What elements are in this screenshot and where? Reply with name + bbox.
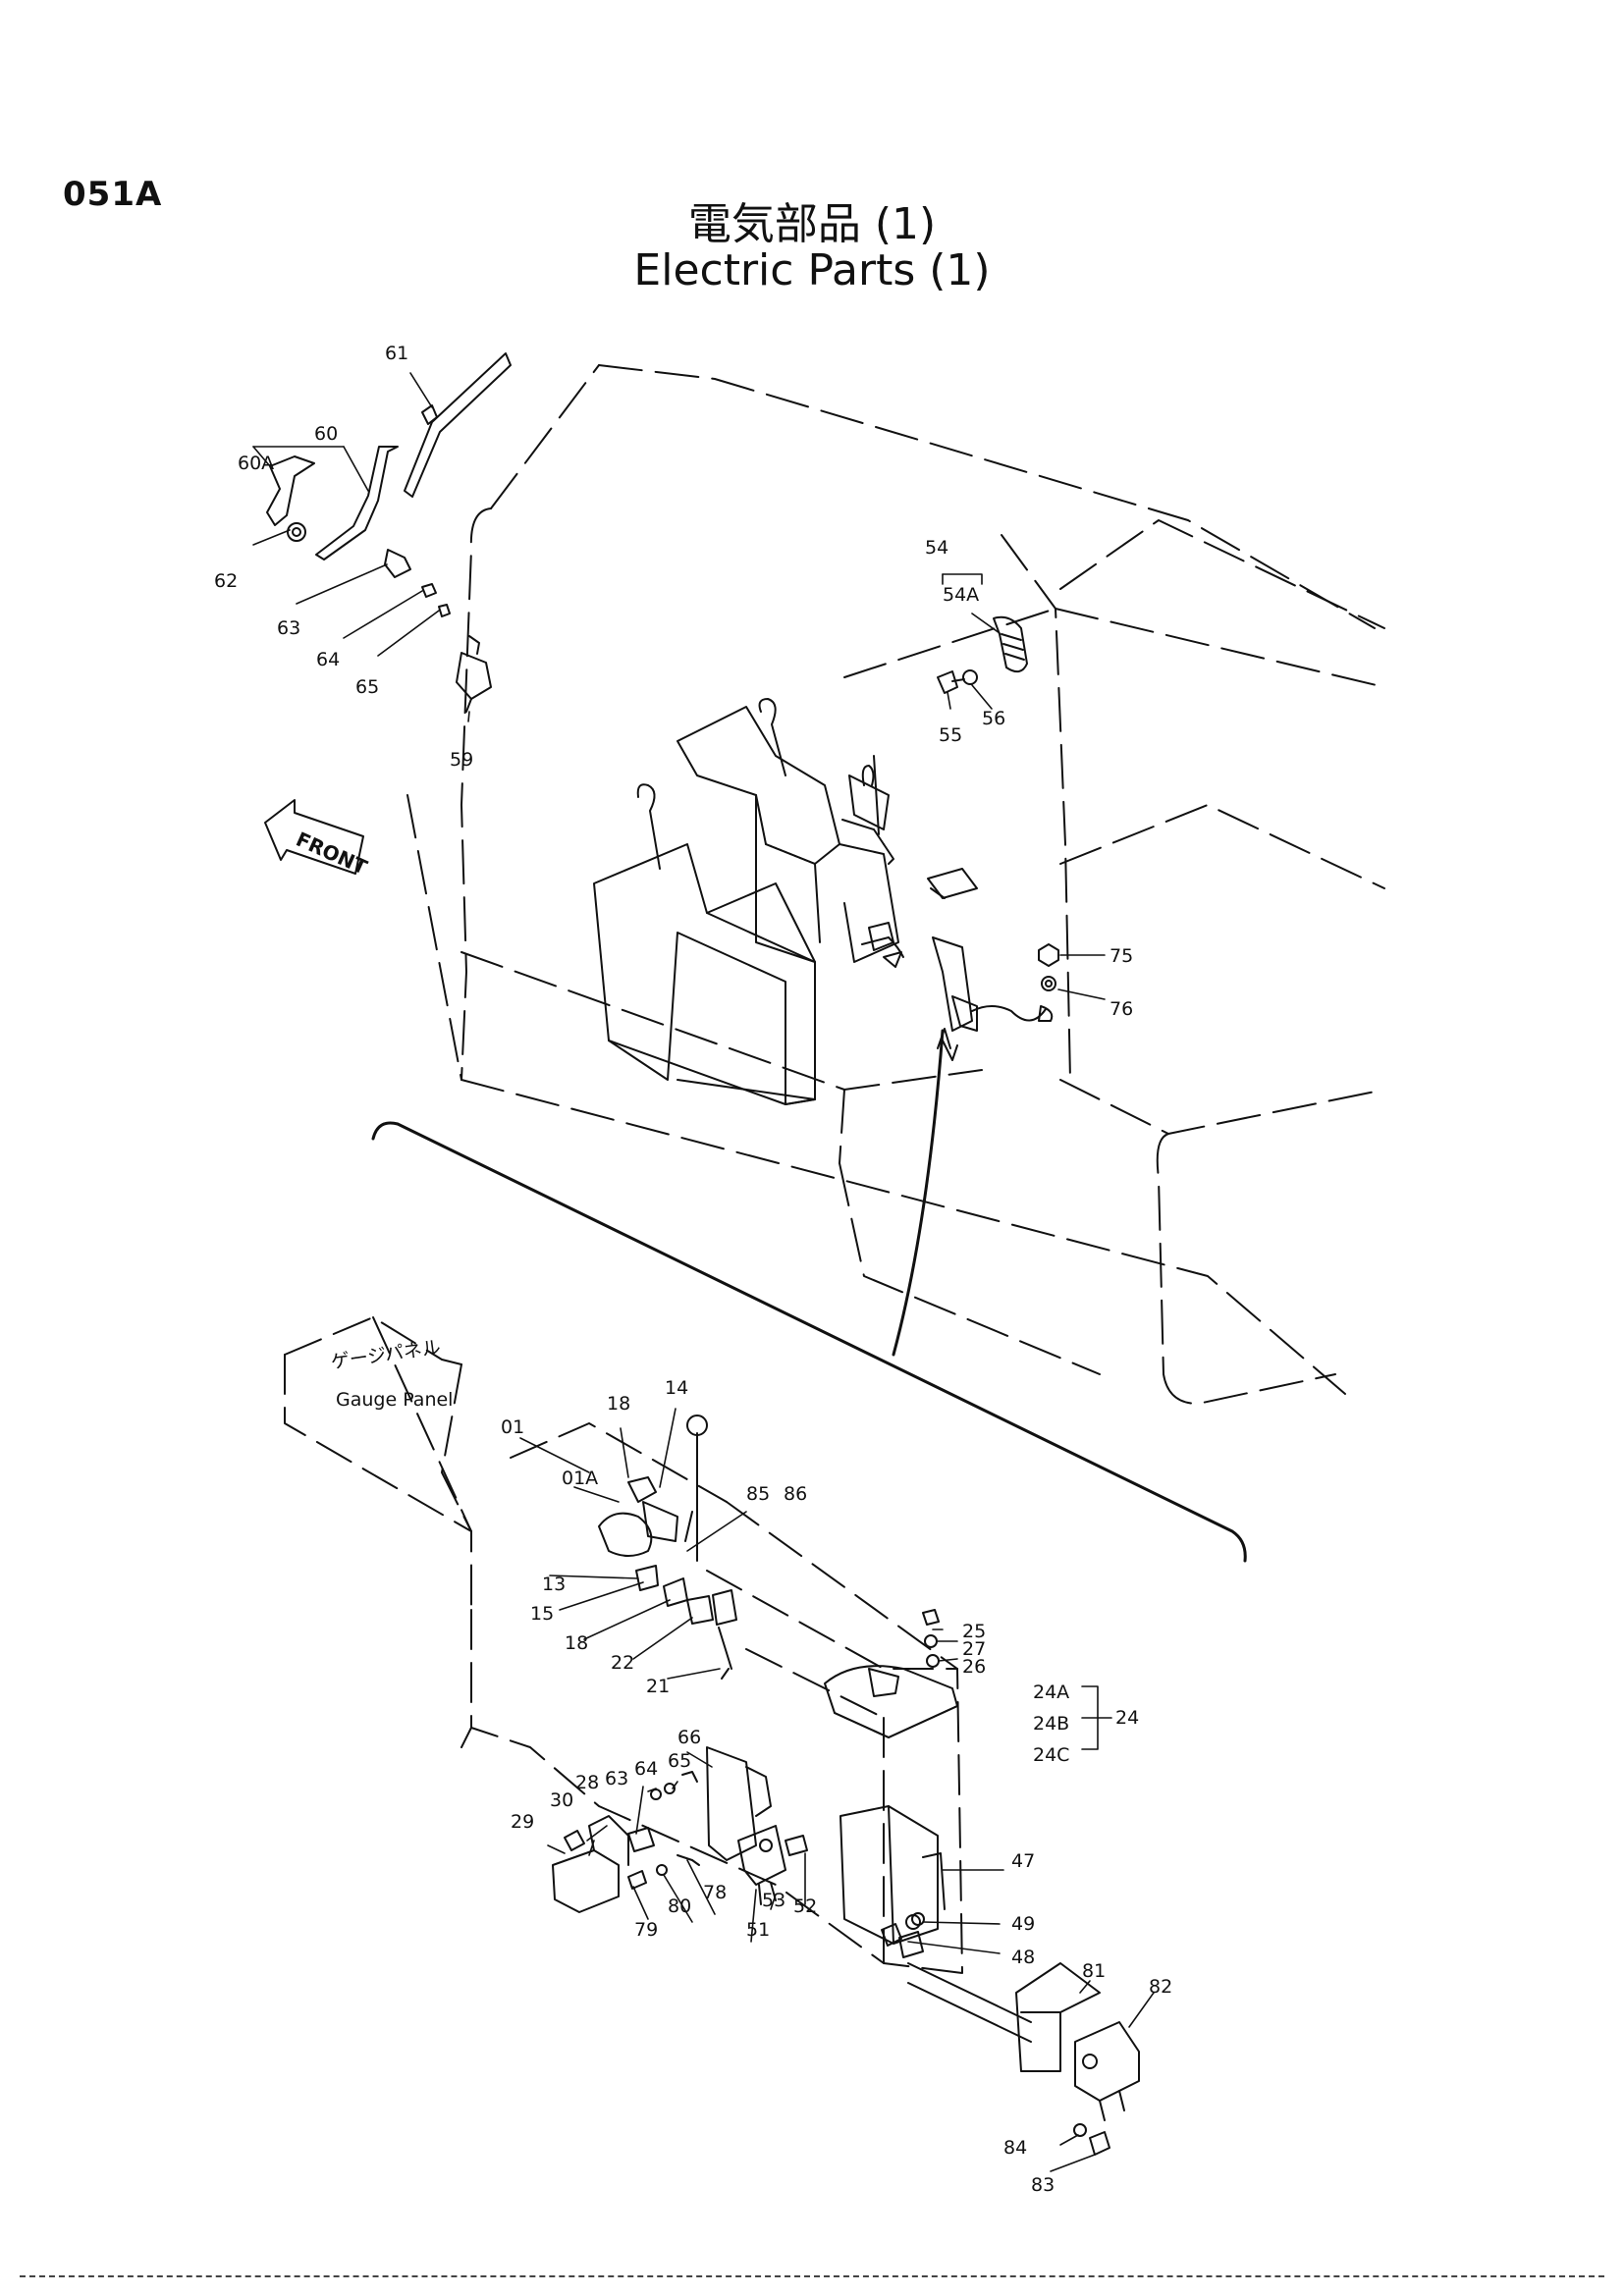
callout-14: 14 <box>665 1377 688 1399</box>
callout-26: 26 <box>962 1656 986 1678</box>
callout-49: 49 <box>1011 1913 1035 1935</box>
callout-81: 81 <box>1082 1960 1106 1982</box>
gauge-panel-parts <box>598 1415 958 1738</box>
callout-65: 65 <box>355 676 379 698</box>
callout-80: 80 <box>668 1896 691 1917</box>
callout-28: 28 <box>575 1772 599 1793</box>
callout-01a: 01A <box>562 1468 598 1489</box>
callout-21: 21 <box>646 1676 670 1697</box>
front-arrow-icon <box>264 799 364 875</box>
gauge-panel-housing <box>284 1316 963 1974</box>
callout-75: 75 <box>1110 945 1133 967</box>
callout-53: 53 <box>762 1890 785 1911</box>
callout-48: 48 <box>1011 1947 1035 1968</box>
callout-15: 15 <box>530 1603 554 1625</box>
callout-52: 52 <box>793 1896 817 1917</box>
callout-60: 60 <box>314 423 338 445</box>
callout-29: 29 <box>511 1811 534 1833</box>
callout-85: 85 <box>746 1483 770 1505</box>
cab-outline <box>406 364 1385 1405</box>
callout-01: 01 <box>501 1416 524 1438</box>
callout-64b: 64 <box>634 1758 658 1780</box>
callout-84: 84 <box>1003 2137 1027 2159</box>
callout-leaders <box>252 372 1155 2172</box>
callout-51: 51 <box>746 1919 770 1941</box>
diagram-labels: 61 60 60A 62 63 64 65 59 54 54A 55 56 75… <box>214 343 1172 2196</box>
callout-18b: 18 <box>565 1632 588 1654</box>
callout-55: 55 <box>939 724 962 746</box>
callout-24: 24 <box>1115 1707 1139 1729</box>
callout-25: 25 <box>962 1621 986 1642</box>
callout-66: 66 <box>677 1727 701 1748</box>
bracket-relay-81-82 <box>907 1962 1140 2156</box>
hardware-75-76 <box>1038 943 1059 991</box>
callout-56: 56 <box>982 708 1005 729</box>
callout-54a: 54A <box>943 584 979 606</box>
gauge-panel-label-jp: ゲージパネル <box>330 1337 442 1373</box>
callout-79: 79 <box>634 1919 658 1941</box>
wiper-assembly <box>266 352 512 713</box>
callout-61: 61 <box>385 343 408 364</box>
title-japanese: 電気部品 (1) <box>687 199 937 249</box>
callout-63b: 63 <box>605 1768 628 1789</box>
callout-18a: 18 <box>607 1393 630 1415</box>
callout-24c: 24C <box>1033 1744 1069 1766</box>
control-box-components <box>552 1746 946 1958</box>
callout-63: 63 <box>277 617 300 639</box>
footer-rule <box>20 2275 1604 2277</box>
callout-65b: 65 <box>668 1750 691 1772</box>
callout-47: 47 <box>1011 1850 1035 1872</box>
gauge-panel-label-en: Gauge Panel <box>336 1389 453 1411</box>
callout-82: 82 <box>1149 1976 1172 1998</box>
cable-harness <box>371 1028 1247 1563</box>
callout-54: 54 <box>925 537 948 559</box>
callout-76: 76 <box>1110 998 1133 1020</box>
callout-60a: 60A <box>238 453 274 474</box>
seat-console <box>593 698 1054 1105</box>
callout-22: 22 <box>611 1652 634 1674</box>
page-code: 051A <box>63 175 163 214</box>
title-english: Electric Parts (1) <box>633 245 991 295</box>
callout-83: 83 <box>1031 2174 1055 2196</box>
callout-30: 30 <box>550 1789 573 1811</box>
callout-59: 59 <box>450 749 473 771</box>
callout-24b: 24B <box>1033 1713 1069 1735</box>
callout-86: 86 <box>784 1483 807 1505</box>
hardware-47-49 <box>881 1914 921 1947</box>
callout-64: 64 <box>316 649 340 670</box>
callout-24a: 24A <box>1033 1682 1069 1703</box>
callout-13: 13 <box>542 1574 566 1595</box>
callout-62: 62 <box>214 570 238 592</box>
hardware-54-56 <box>937 615 1028 694</box>
callout-78: 78 <box>703 1882 727 1903</box>
callout-27: 27 <box>962 1638 986 1660</box>
